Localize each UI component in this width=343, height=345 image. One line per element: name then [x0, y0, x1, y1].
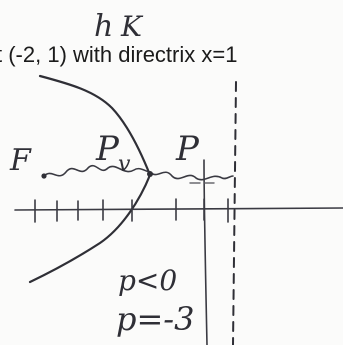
parabola-curve	[28, 74, 152, 284]
vertical-line	[203, 159, 208, 345]
problem-statement: t (-2, 1) with directrix x=1	[0, 42, 238, 67]
p-sign-condition: p<0	[118, 264, 177, 297]
focus-to-vertex-squiggle	[43, 164, 151, 177]
x-axis	[14, 207, 343, 211]
vertex-label: v	[118, 152, 131, 177]
p-label-left: P	[95, 129, 120, 169]
p-label-right: P	[175, 129, 200, 169]
directrix-dashed-line	[232, 81, 237, 345]
p-value: p=-3	[116, 300, 194, 338]
k-annotation: K	[120, 10, 144, 43]
h-annotation: h	[94, 9, 113, 44]
focus-point	[41, 173, 47, 179]
focus-label: F	[9, 143, 32, 178]
vertex-point	[147, 171, 153, 177]
vertex-to-directrix-squiggle	[149, 171, 234, 181]
